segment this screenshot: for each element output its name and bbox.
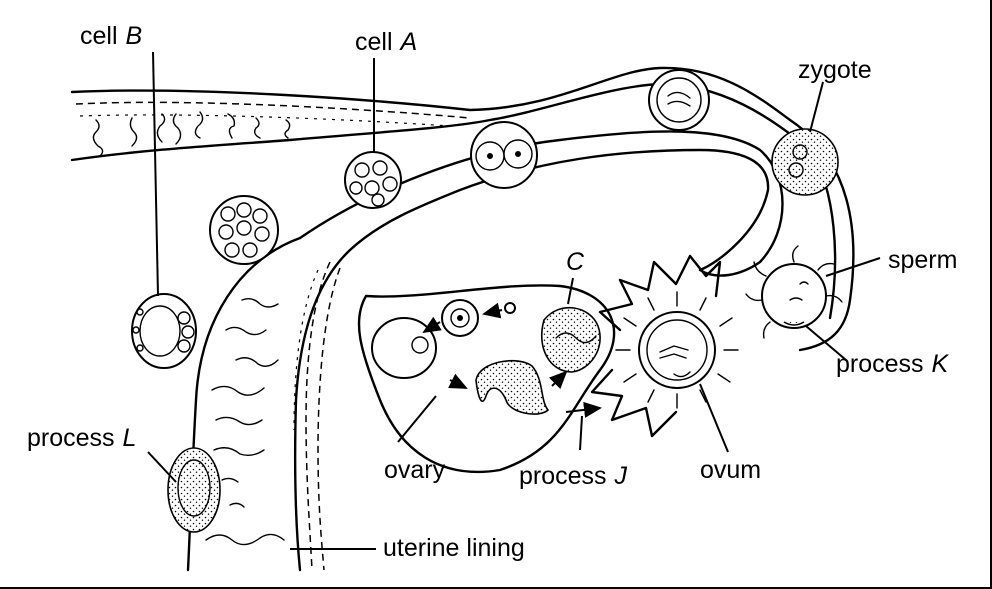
cell-b-blastocyst	[132, 294, 196, 368]
blastocyst-early	[210, 196, 278, 264]
endometrial-glands-top	[93, 112, 289, 156]
ovary	[359, 285, 614, 472]
implanting-embryo	[168, 448, 220, 532]
two-cell-stage	[471, 122, 537, 188]
label-ovary: ovary	[384, 456, 446, 484]
label-c: C	[566, 248, 585, 276]
label-ovum: ovum	[700, 456, 761, 484]
zygote-cell	[772, 129, 838, 195]
label-sperm: sperm	[888, 246, 957, 274]
ovum	[592, 256, 738, 436]
cell-a-morula	[345, 152, 401, 208]
label-zygote: zygote	[798, 56, 872, 84]
label-uterine-lining: uterine lining	[383, 534, 525, 562]
dividing-zygote	[649, 70, 709, 130]
